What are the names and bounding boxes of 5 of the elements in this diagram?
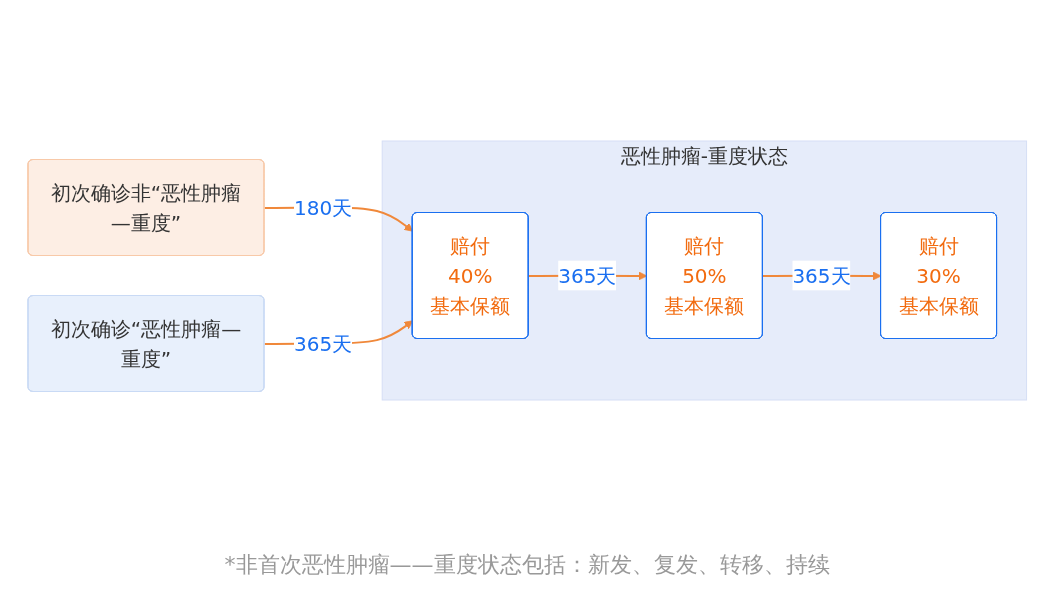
edge-label: 365天 <box>557 263 617 287</box>
footnote: *非首次恶性肿瘤——重度状态包括：新发、复发、转移、持续 <box>223 551 831 579</box>
edge-label: 365天 <box>792 263 851 287</box>
edge-label: 180天 <box>293 195 352 219</box>
edge-label: 365天 <box>293 331 352 355</box>
